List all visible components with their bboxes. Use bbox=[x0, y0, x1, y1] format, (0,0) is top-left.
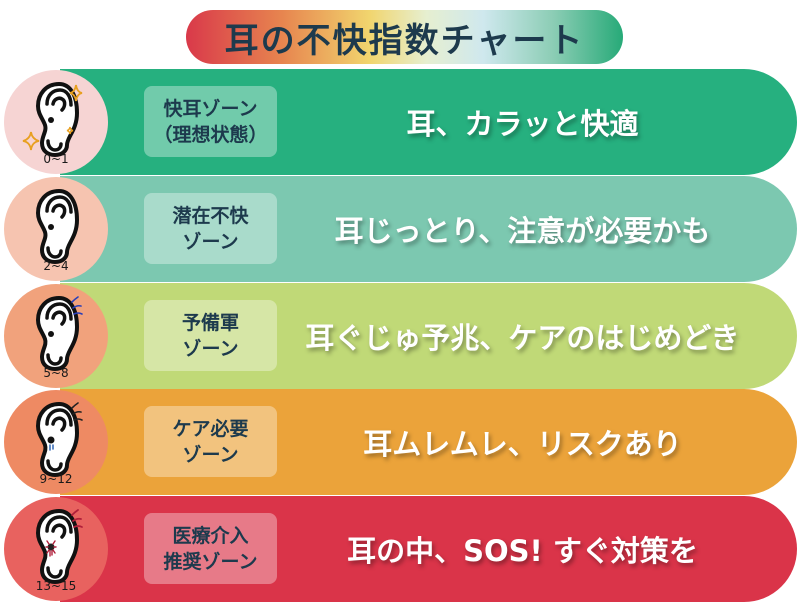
zone-label-box: 予備軍 ゾーン bbox=[144, 300, 277, 371]
zone-message: 耳ムレムレ、リスクあり bbox=[363, 427, 682, 461]
zone-level-circle: 2~4 bbox=[4, 177, 108, 281]
zone-label-box: ケア必要 ゾーン bbox=[144, 406, 277, 477]
ear-sparkle-icon bbox=[35, 81, 83, 158]
zone-bar bbox=[60, 283, 797, 389]
zone-label-line2: （理想状態） bbox=[153, 123, 268, 146]
zone-label-line1: 快耳ゾーン bbox=[163, 97, 258, 120]
zone-range: 0~1 bbox=[43, 152, 69, 166]
zone-range: 5~8 bbox=[43, 366, 69, 380]
zone-row-comfortable: 0~1 快耳ゾーン （理想状態） 耳、カラッと快適 bbox=[0, 69, 800, 175]
zone-label-line1: 予備軍 bbox=[181, 311, 239, 334]
zone-range: 2~4 bbox=[43, 259, 69, 273]
zone-label-line2: ゾーン bbox=[182, 230, 239, 253]
ear-discharge-icon bbox=[35, 401, 83, 478]
zone-level-circle: 0~1 bbox=[4, 70, 108, 174]
zone-row-latent: 2~4 潜在不快 ゾーン 耳じっとり、注意が必要かも bbox=[0, 176, 800, 282]
zone-label-line2: 推奨ゾーン bbox=[163, 550, 258, 573]
zone-row-care-needed: 9~12 ケア必要 ゾーン 耳ムレムレ、リスクあり bbox=[0, 389, 800, 495]
zone-message: 耳の中、SOS! すぐ対策を bbox=[347, 534, 698, 568]
ear-itch-icon bbox=[35, 295, 83, 372]
zone-label-box: 潜在不快 ゾーン bbox=[144, 193, 277, 264]
zone-level-circle: 13~15 bbox=[4, 497, 108, 601]
zone-message: 耳、カラッと快適 bbox=[406, 107, 639, 141]
zone-label-box: 医療介入 推奨ゾーン bbox=[144, 513, 277, 584]
zone-label-line2: ゾーン bbox=[182, 443, 239, 466]
zone-label-box: 快耳ゾーン （理想状態） bbox=[144, 86, 277, 157]
chart-title-banner: 耳の不快指数チャート bbox=[186, 10, 623, 64]
zone-bar bbox=[60, 176, 797, 282]
zone-range: 9~12 bbox=[39, 472, 73, 486]
zone-level-circle: 5~8 bbox=[4, 284, 108, 388]
chart-title: 耳の不快指数チャート bbox=[224, 20, 585, 61]
zone-label-line2: ゾーン bbox=[182, 337, 239, 360]
zone-row-medical: 13~15 医療介入 推奨ゾーン 耳の中、SOS! すぐ対策を bbox=[0, 496, 800, 602]
zone-label-line1: ケア必要 bbox=[172, 417, 249, 440]
sparkle-icon bbox=[22, 131, 40, 151]
zone-label-line1: 潜在不快 bbox=[172, 204, 249, 227]
ear-icon bbox=[35, 188, 80, 265]
zone-label-line1: 医療介入 bbox=[172, 524, 249, 547]
ear-bug-icon bbox=[35, 508, 83, 585]
zone-range: 13~15 bbox=[35, 579, 77, 593]
zone-bar bbox=[60, 69, 797, 175]
zone-bar bbox=[60, 389, 797, 495]
zone-message: 耳ぐじゅ予兆、ケアのはじめどき bbox=[305, 321, 740, 355]
zone-message: 耳じっとり、注意が必要かも bbox=[334, 214, 711, 248]
zone-level-circle: 9~12 bbox=[4, 390, 108, 494]
zone-bar bbox=[60, 496, 797, 602]
zone-row-prestage: 5~8 予備軍 ゾーン 耳ぐじゅ予兆、ケアのはじめどき bbox=[0, 283, 800, 389]
